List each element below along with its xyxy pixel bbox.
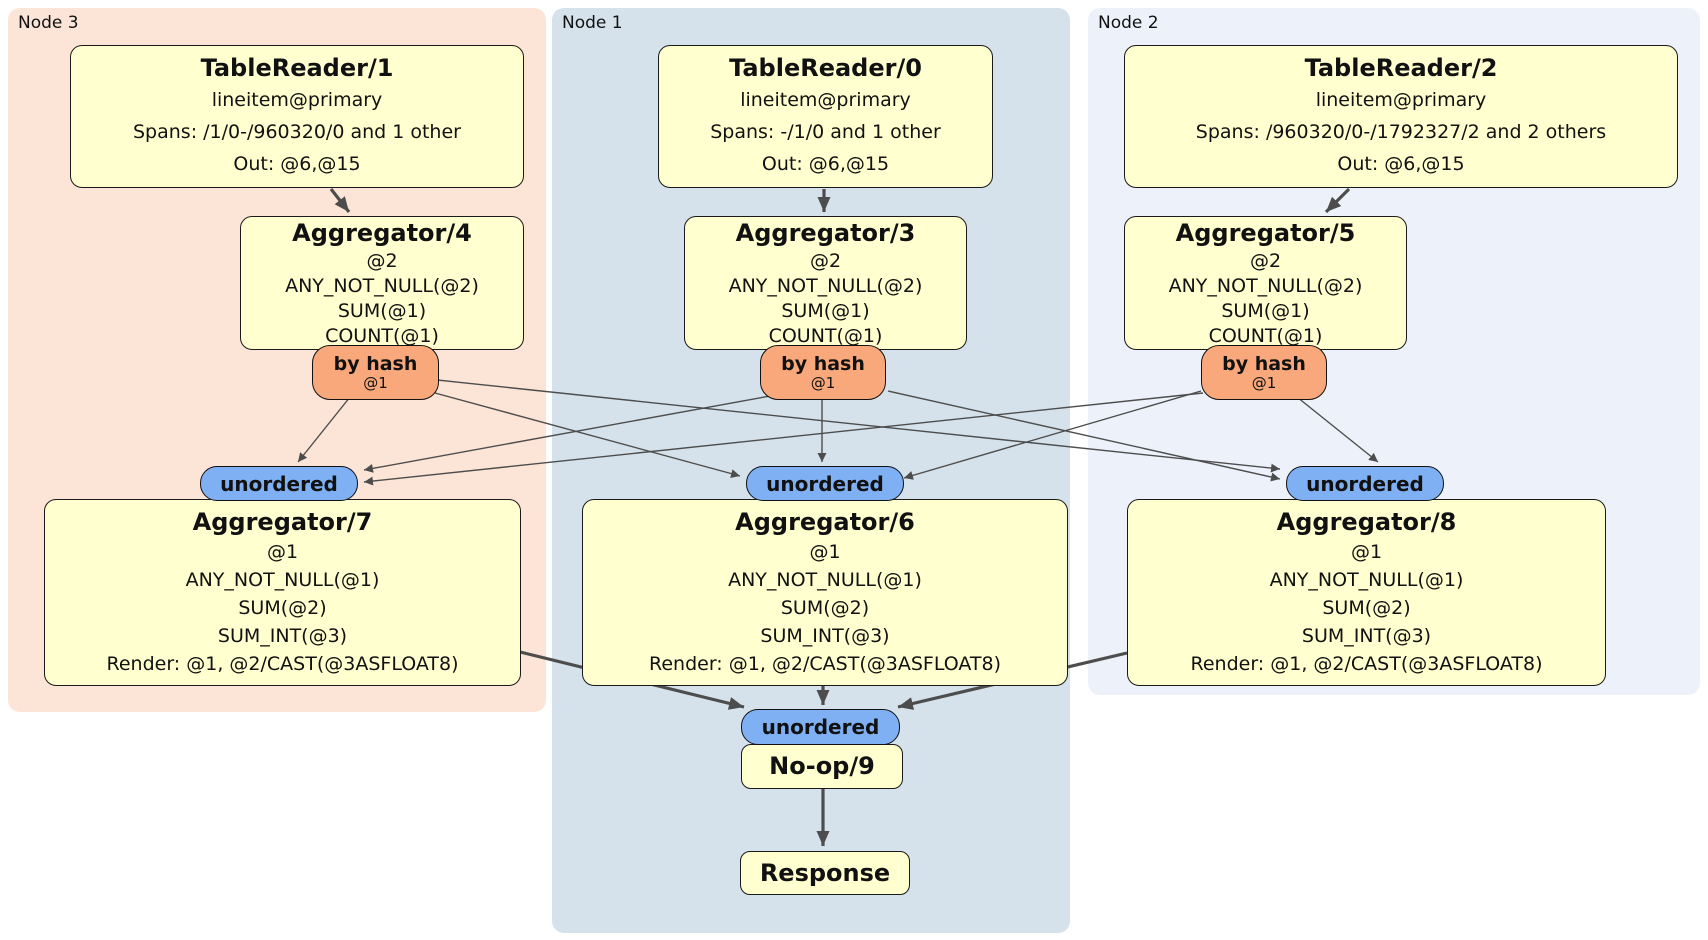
box-line: Spans: /1/0-/960320/0 and 1 other	[133, 121, 461, 143]
box-title: TableReader/1	[200, 54, 394, 82]
box-line: SUM(@1)	[337, 299, 427, 322]
aggregator-4-box: Aggregator/4 @2 ANY_NOT_NULL(@2) SUM(@1)…	[240, 216, 524, 350]
box-line: lineitem@primary	[211, 89, 383, 111]
box-line: @2	[809, 249, 842, 272]
box-title: Aggregator/4	[292, 218, 472, 247]
aggregator-6-box: Aggregator/6 @1 ANY_NOT_NULL(@1) SUM(@2)…	[582, 499, 1068, 686]
aggregator-5-box: Aggregator/5 @2 ANY_NOT_NULL(@2) SUM(@1)…	[1124, 216, 1407, 350]
box-line: ANY_NOT_NULL(@2)	[728, 274, 923, 297]
box-line: @1	[266, 541, 299, 563]
unordered-label: unordered	[1306, 471, 1424, 496]
box-line: ANY_NOT_NULL(@1)	[728, 569, 922, 591]
box-line: @2	[366, 249, 398, 272]
by-hash-key: @1	[363, 374, 388, 392]
box-title: TableReader/0	[729, 54, 922, 82]
box-line: ANY_NOT_NULL(@2)	[285, 274, 479, 297]
by-hash-key: @1	[1251, 374, 1277, 392]
box-line: ANY_NOT_NULL(@1)	[1269, 569, 1464, 591]
tablereader-1-box: TableReader/1 lineitem@primary Spans: /1…	[70, 45, 524, 188]
box-line: Spans: /960320/0-/1792327/2 and 2 others	[1195, 121, 1607, 143]
box-line: Out: @6,@15	[761, 153, 890, 175]
box-title: Aggregator/6	[735, 508, 915, 536]
box-line: SUM_INT(@3)	[760, 625, 890, 647]
by-hash-badge-node2: by hash @1	[1201, 345, 1327, 400]
noop-9-box: No-op/9	[741, 744, 903, 789]
response-box: Response	[740, 851, 910, 895]
box-line: Render: @1, @2/CAST(@3ASFLOAT8)	[649, 653, 1001, 675]
tablereader-2-box: TableReader/2 lineitem@primary Spans: /9…	[1124, 45, 1678, 188]
by-hash-label: by hash	[1222, 353, 1306, 375]
box-line: SUM_INT(@3)	[1301, 625, 1432, 647]
box-line: COUNT(@1)	[325, 324, 439, 347]
unordered-label: unordered	[761, 715, 880, 739]
box-line: SUM(@1)	[1221, 299, 1310, 322]
box-line: Out: @6,@15	[233, 153, 361, 175]
box-line: COUNT(@1)	[1208, 324, 1323, 347]
box-line: @1	[809, 541, 841, 563]
box-title: Aggregator/8	[1276, 508, 1457, 536]
node2-region-label: Node 2	[1098, 13, 1159, 33]
unordered-badge-final: unordered	[741, 709, 900, 745]
unordered-label: unordered	[220, 471, 338, 496]
box-line: @2	[1249, 249, 1282, 272]
box-line: Spans: -/1/0 and 1 other	[710, 121, 941, 143]
box-title: Aggregator/7	[192, 508, 373, 536]
box-line: SUM(@2)	[238, 597, 327, 619]
box-line: SUM(@2)	[1322, 597, 1411, 619]
box-title: Aggregator/3	[735, 218, 916, 247]
box-title: Aggregator/5	[1175, 218, 1356, 247]
box-line: SUM(@2)	[780, 597, 870, 619]
box-line: lineitem@primary	[740, 89, 911, 111]
box-title: No-op/9	[769, 752, 875, 780]
box-line: SUM_INT(@3)	[217, 625, 348, 647]
unordered-label: unordered	[766, 471, 884, 496]
unordered-badge-node3: unordered	[200, 466, 358, 501]
box-line: SUM(@1)	[781, 299, 870, 322]
box-title: Response	[759, 858, 891, 887]
box-line: @1	[1350, 541, 1383, 563]
by-hash-key: @1	[810, 374, 836, 392]
by-hash-label: by hash	[333, 353, 418, 375]
node3-region-label: Node 3	[18, 13, 79, 33]
box-line: Render: @1, @2/CAST(@3ASFLOAT8)	[106, 653, 459, 675]
box-title: TableReader/2	[1304, 54, 1498, 82]
aggregator-8-box: Aggregator/8 @1 ANY_NOT_NULL(@1) SUM(@2)…	[1127, 499, 1606, 686]
aggregator-7-box: Aggregator/7 @1 ANY_NOT_NULL(@1) SUM(@2)…	[44, 499, 521, 686]
node1-region-label: Node 1	[562, 13, 623, 33]
tablereader-0-box: TableReader/0 lineitem@primary Spans: -/…	[658, 45, 993, 188]
aggregator-3-box: Aggregator/3 @2 ANY_NOT_NULL(@2) SUM(@1)…	[684, 216, 967, 350]
box-line: Render: @1, @2/CAST(@3ASFLOAT8)	[1190, 653, 1543, 675]
by-hash-label: by hash	[781, 353, 865, 375]
by-hash-badge-node3: by hash @1	[312, 345, 439, 400]
box-line: ANY_NOT_NULL(@1)	[185, 569, 380, 591]
box-line: lineitem@primary	[1315, 89, 1487, 111]
unordered-badge-node1: unordered	[746, 466, 904, 501]
by-hash-badge-node1: by hash @1	[760, 345, 886, 400]
box-line: Out: @6,@15	[1337, 153, 1465, 175]
box-line: ANY_NOT_NULL(@2)	[1168, 274, 1363, 297]
box-line: COUNT(@1)	[768, 324, 883, 347]
unordered-badge-node2: unordered	[1286, 466, 1444, 501]
